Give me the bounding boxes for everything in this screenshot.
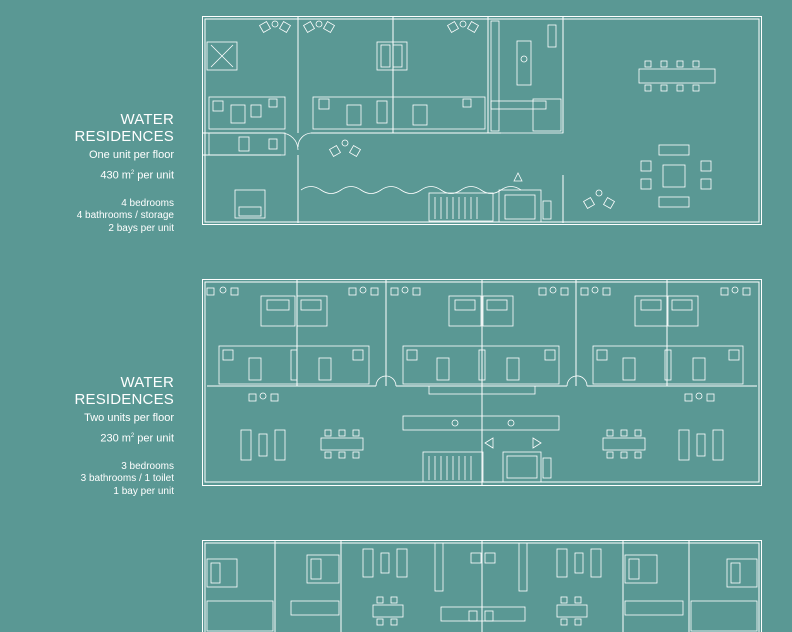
dining-table-icon	[320, 429, 364, 459]
dining-table-icon	[638, 60, 716, 92]
kitchen-counter	[434, 542, 528, 622]
section-1-title-line2: RESIDENCES	[74, 128, 174, 145]
bathroom-block	[592, 345, 744, 385]
plan-3-outline	[202, 540, 762, 632]
armchair-icon	[348, 286, 379, 296]
bed-icon	[234, 189, 266, 219]
section-1-bedrooms: 4 bedrooms	[121, 197, 174, 209]
lift-icon	[498, 172, 552, 223]
dining-table-icon	[372, 596, 588, 626]
armchair-icon	[582, 189, 616, 210]
bathroom-block	[208, 96, 286, 156]
bed-icon	[306, 554, 340, 584]
armchair-icon	[538, 286, 569, 296]
lounge-furniture	[362, 548, 602, 578]
floor-plan-one-unit	[202, 16, 762, 225]
armchair-icon	[248, 392, 279, 402]
stair-core	[428, 192, 494, 222]
armchair-icon	[580, 286, 611, 296]
bed-icon	[624, 554, 658, 584]
section-2-bays: 1 bay per unit	[113, 485, 174, 497]
lounge-furniture	[640, 144, 712, 208]
bed-icon	[376, 41, 408, 71]
armchair-icon	[258, 20, 292, 34]
armchair-icon	[390, 286, 421, 296]
armchair-icon	[720, 286, 751, 296]
kitchen-counter	[402, 385, 560, 431]
kitchen-block	[487, 18, 564, 134]
plan-1-outline	[202, 16, 762, 225]
section-1-bathrooms: 4 bathrooms / storage	[76, 210, 174, 222]
armchair-icon	[206, 286, 239, 296]
floor-plan-two-units	[202, 279, 762, 486]
bathroom-block	[218, 345, 370, 385]
section-2-bedrooms: 3 bedrooms	[121, 460, 174, 472]
section-2-title-line1: WATER	[120, 374, 174, 391]
bathroom-block	[312, 96, 486, 130]
bed-icon	[667, 295, 699, 327]
lounge-furniture	[240, 429, 286, 461]
section-2-units: Two units per floor	[84, 412, 174, 424]
floor-plan-three-units	[202, 540, 762, 632]
section-1-title-line1: WATER	[120, 111, 174, 128]
armchair-icon	[302, 20, 336, 34]
section-2-label: WATER RESIDENCES Two units per floor 230…	[74, 374, 174, 498]
bed-icon	[260, 295, 296, 327]
section-1-area: 430 m2 per unit	[100, 169, 174, 182]
section-2-area: 230 m2 per unit	[100, 432, 174, 445]
section-1-specs: 4 bedrooms 4 bathrooms / storage 2 bays …	[74, 198, 174, 236]
bathroom-block	[402, 345, 560, 385]
bed-icon	[634, 295, 668, 327]
dining-table-icon	[602, 429, 646, 459]
section-2-specs: 3 bedrooms 3 bathrooms / 1 toilet 1 bay …	[74, 461, 174, 499]
section-1-bays: 2 bays per unit	[108, 222, 174, 234]
armchair-icon	[684, 392, 715, 402]
bed-icon	[206, 41, 238, 71]
section-1-label: WATER RESIDENCES One unit per floor 430 …	[74, 111, 174, 235]
lift-icon	[484, 437, 552, 483]
bed-icon	[482, 295, 514, 327]
bed-icon	[448, 295, 482, 327]
bed-icon	[296, 295, 328, 327]
section-2-bathrooms: 3 bathrooms / 1 toilet	[80, 473, 174, 485]
bed-icon	[726, 558, 758, 588]
stair-core	[422, 451, 484, 483]
section-2-title-line2: RESIDENCES	[74, 391, 174, 408]
bathroom-block	[206, 600, 758, 632]
armchair-icon	[328, 139, 362, 158]
section-1-units: One unit per floor	[89, 149, 174, 161]
armchair-icon	[446, 20, 480, 34]
lounge-furniture	[678, 429, 724, 461]
bed-icon	[206, 558, 238, 588]
